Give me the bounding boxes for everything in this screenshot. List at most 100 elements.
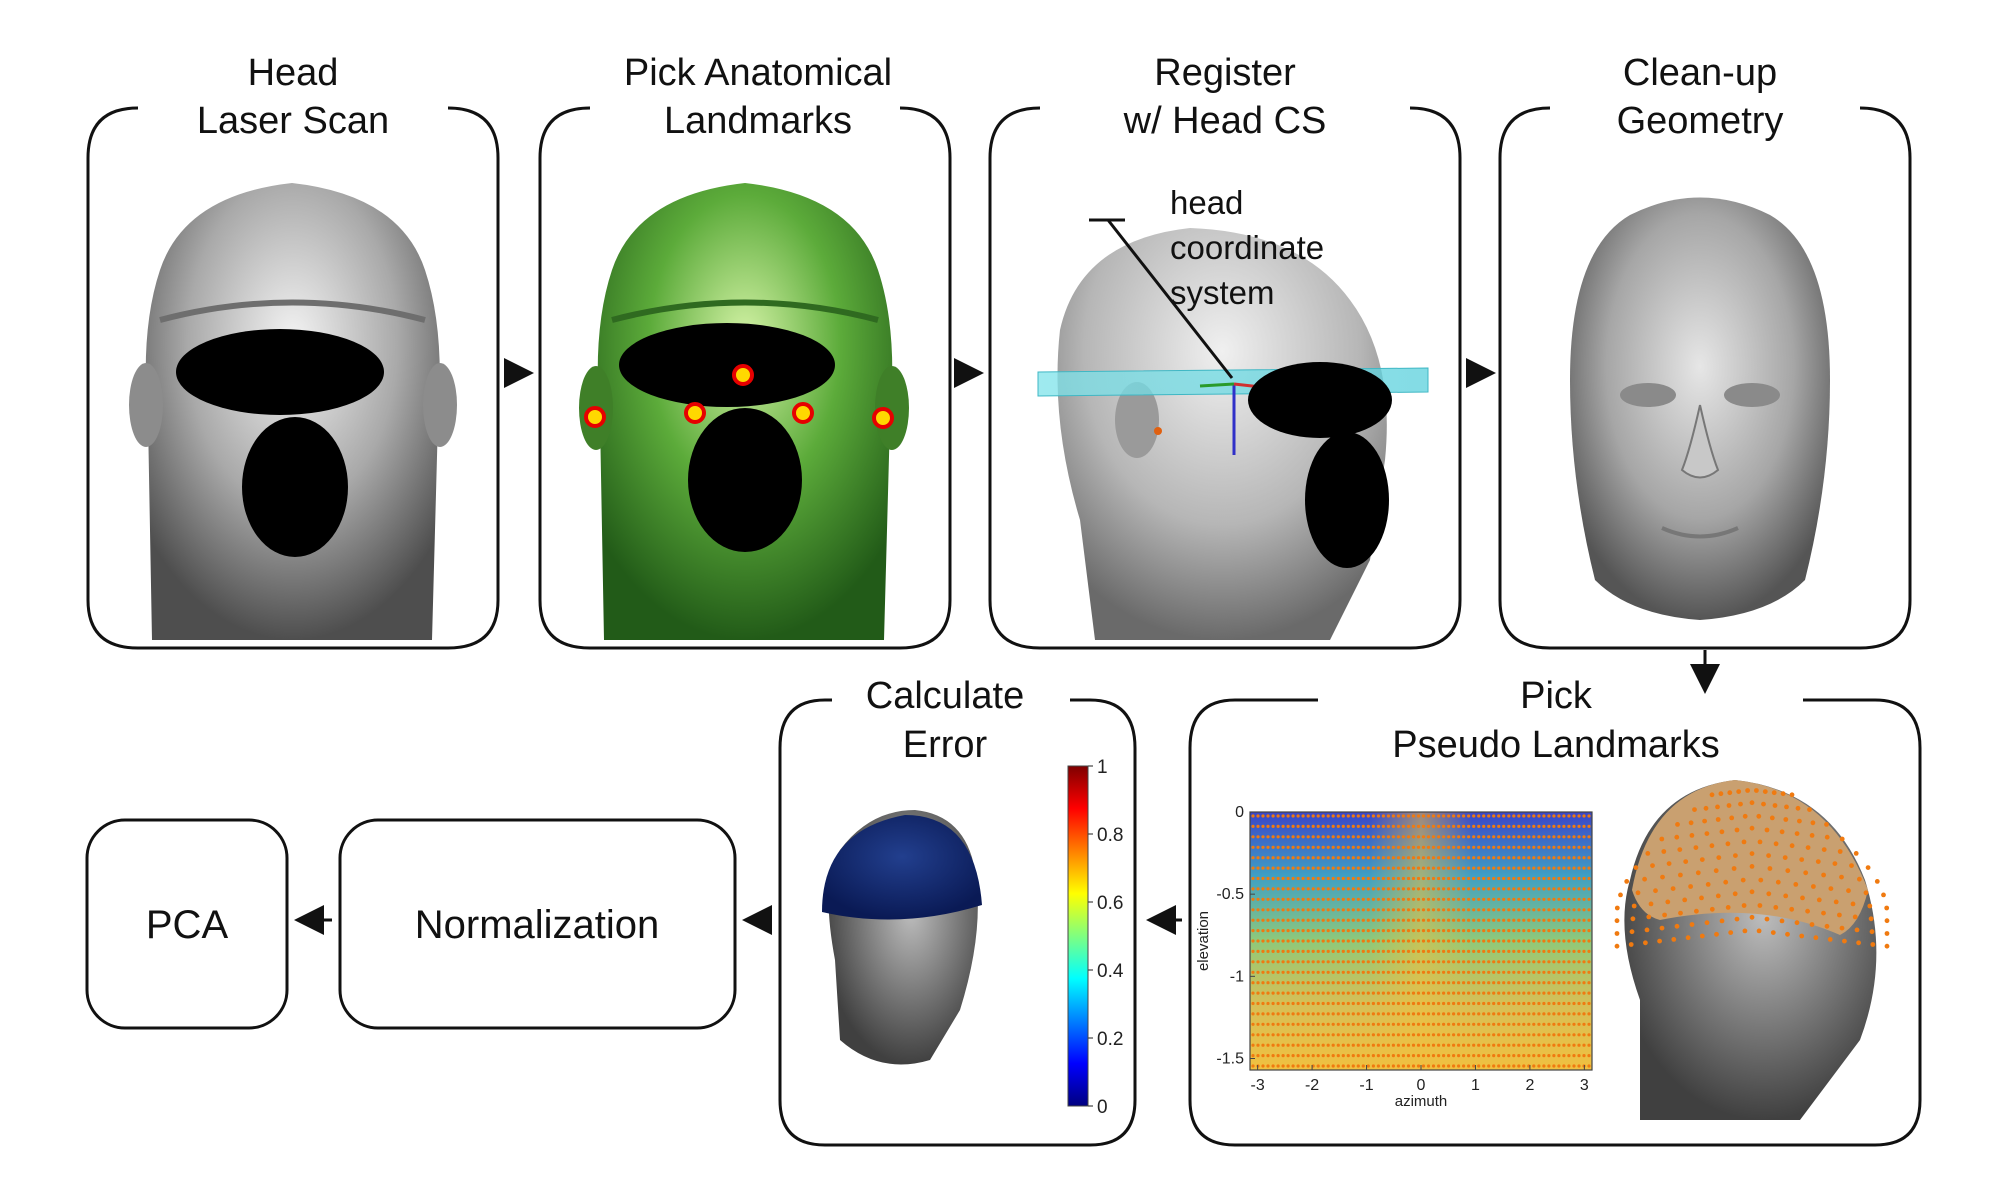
sample-point: [1522, 856, 1526, 860]
sample-point: [1386, 939, 1390, 943]
sample-point: [1296, 897, 1300, 901]
sample-point: [1401, 908, 1405, 912]
sample-point: [1276, 897, 1280, 901]
sample-point: [1316, 1012, 1320, 1016]
sample-point: [1537, 929, 1541, 933]
sample-point: [1542, 887, 1546, 891]
sample-point: [1391, 981, 1395, 985]
sample-point: [1426, 991, 1431, 995]
sample-point: [1366, 970, 1370, 974]
sample-point: [1582, 970, 1586, 974]
sample-point: [1406, 856, 1411, 860]
sample-point: [1261, 887, 1265, 891]
head-sample-point: [1757, 903, 1763, 908]
x-tick-label: 0: [1417, 1077, 1426, 1094]
sample-point: [1321, 1054, 1325, 1058]
sample-point: [1251, 887, 1255, 891]
sample-point: [1507, 970, 1511, 974]
sample-point: [1552, 1033, 1556, 1037]
sample-point: [1447, 845, 1451, 849]
sample-point: [1437, 939, 1441, 943]
sample-point: [1311, 939, 1315, 943]
sample-point: [1426, 1033, 1431, 1037]
sample-point: [1542, 991, 1546, 995]
sample-point: [1361, 1043, 1365, 1047]
sample-point: [1271, 824, 1275, 829]
sample-point: [1457, 908, 1461, 912]
sample-point: [1266, 897, 1270, 901]
sample-point: [1492, 939, 1496, 943]
sample-point: [1467, 824, 1471, 829]
face-redaction-eyes: [176, 329, 384, 415]
sample-point: [1426, 897, 1431, 901]
sample-point: [1582, 845, 1586, 849]
head-sample-point: [1685, 935, 1691, 941]
sample-point: [1261, 908, 1265, 912]
sample-point: [1271, 960, 1275, 964]
sample-point: [1452, 939, 1456, 943]
sample-point: [1291, 939, 1295, 943]
sample-point: [1306, 1064, 1310, 1068]
sample-point: [1482, 929, 1486, 933]
head-sample-point: [1614, 905, 1620, 911]
sample-point: [1537, 1043, 1541, 1047]
sample-point: [1431, 991, 1436, 995]
sample-point: [1442, 1022, 1446, 1026]
sample-point: [1331, 991, 1335, 995]
sample-point: [1321, 856, 1325, 860]
landmark-point: [872, 407, 894, 429]
sample-point: [1286, 949, 1290, 954]
sample-point: [1401, 1012, 1405, 1016]
sample-point: [1557, 939, 1561, 943]
sample-point: [1371, 1064, 1375, 1068]
head-sample-point: [1660, 874, 1665, 880]
sample-point: [1331, 887, 1335, 891]
sample-point: [1442, 949, 1446, 954]
sample-point: [1306, 908, 1310, 912]
sample-point: [1577, 856, 1581, 860]
head-sample-point: [1793, 882, 1799, 887]
sample-point: [1452, 981, 1456, 985]
sample-point: [1442, 845, 1446, 849]
sample-point: [1396, 1043, 1400, 1047]
sample-point: [1281, 1033, 1285, 1037]
sample-point: [1336, 897, 1340, 901]
sample-point: [1306, 970, 1310, 974]
sample-point: [1356, 929, 1360, 933]
sample-point: [1567, 856, 1571, 860]
sample-point: [1311, 960, 1315, 964]
sample-point: [1396, 939, 1400, 943]
sample-point: [1396, 856, 1400, 860]
sample-point: [1366, 1043, 1370, 1047]
sample-point: [1507, 960, 1511, 964]
sample-point: [1507, 908, 1511, 912]
sample-point: [1527, 1001, 1531, 1006]
sample-point: [1301, 824, 1305, 829]
sample-point: [1577, 981, 1581, 985]
sample-point: [1296, 949, 1300, 954]
head-sample-point: [1714, 931, 1719, 937]
sample-point: [1477, 991, 1481, 995]
sample-point: [1356, 970, 1360, 974]
head-sample-point: [1659, 836, 1665, 842]
sample-point: [1331, 1033, 1335, 1037]
sample-point: [1457, 866, 1461, 870]
sample-point: [1336, 939, 1340, 943]
sample-point: [1562, 1001, 1566, 1006]
sample-point: [1572, 1001, 1576, 1006]
sample-point: [1346, 856, 1350, 860]
sample-point: [1477, 939, 1481, 943]
sample-point: [1477, 1022, 1481, 1026]
sample-point: [1326, 918, 1330, 922]
sample-point: [1256, 845, 1260, 849]
sample-point: [1512, 876, 1516, 881]
sample-point: [1411, 897, 1416, 901]
sample-point: [1587, 887, 1591, 891]
sample-point: [1336, 1033, 1340, 1037]
sample-point: [1572, 981, 1576, 985]
sample-point: [1381, 887, 1385, 891]
sample-point: [1381, 876, 1385, 881]
sample-point: [1371, 908, 1375, 912]
sample-point: [1301, 908, 1305, 912]
sample-point: [1562, 814, 1566, 818]
